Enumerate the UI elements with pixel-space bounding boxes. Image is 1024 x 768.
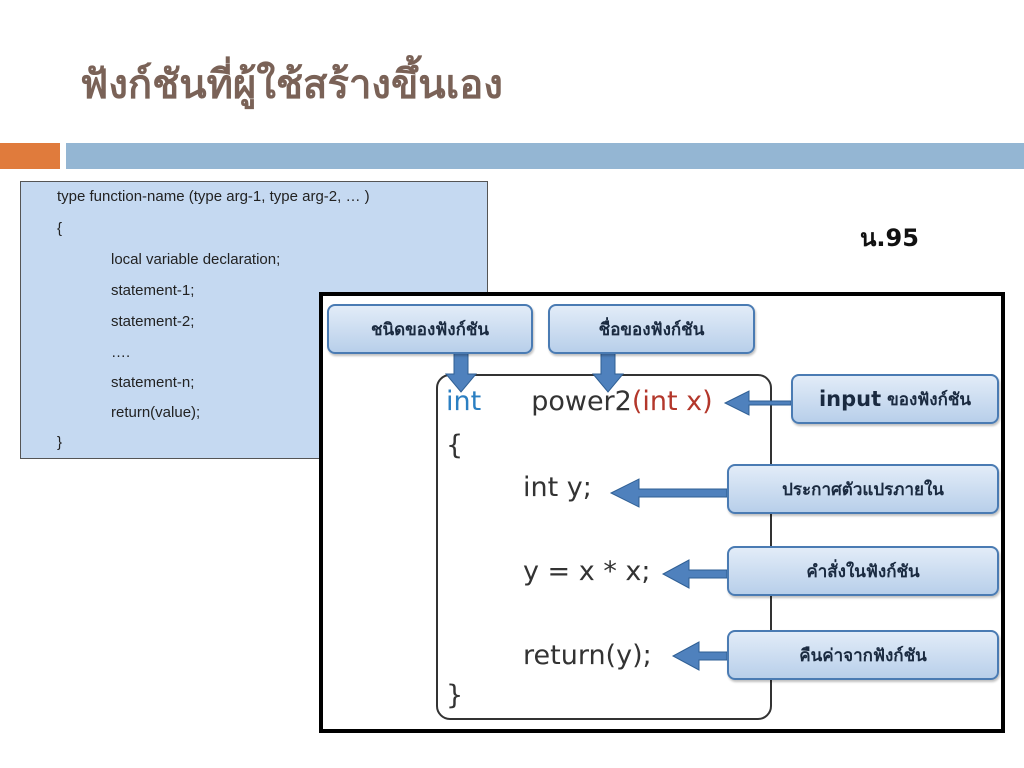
syntax-line: return(value); — [111, 404, 201, 421]
syntax-line: } — [57, 434, 63, 451]
function-diagram: int power2(int x) { int y; y = x * x; ret… — [319, 292, 1005, 733]
syntax-line: local variable declaration; — [111, 251, 281, 268]
code-statement: y = x * x; — [523, 556, 651, 587]
accent-bar-blue — [66, 143, 1024, 169]
page-reference: น.95 — [860, 224, 919, 252]
code-params: (int x) — [631, 386, 713, 417]
label-input-rest: ของฟังก์ชัน — [887, 389, 972, 410]
label-return-value: คืนค่าจากฟังก์ชัน — [727, 630, 999, 680]
syntax-line: statement-n; — [111, 374, 195, 391]
syntax-line: statement-2; — [111, 313, 195, 330]
code-close-brace: } — [446, 680, 464, 711]
arrow-left-icon — [723, 390, 792, 416]
code-return: return(y); — [523, 640, 652, 671]
syntax-line: statement-1; — [111, 282, 195, 299]
code-return-type: int — [446, 386, 482, 417]
arrow-down-icon — [591, 351, 625, 393]
code-open-brace: { — [446, 430, 464, 461]
label-statements: คำสั่งในฟังก์ชัน — [727, 546, 999, 596]
label-function-name: ชื่อของฟังก์ชัน — [548, 304, 755, 354]
code-function-name: power2 — [531, 386, 632, 417]
label-return-type: ชนิดของฟังก์ชัน — [327, 304, 533, 354]
code-declaration: int y; — [523, 472, 592, 503]
arrow-left-icon — [661, 559, 728, 589]
syntax-line: type function-name (type arg-1, type arg… — [57, 188, 370, 205]
syntax-line: …. — [111, 344, 131, 361]
accent-bar-orange — [0, 143, 60, 169]
syntax-line: { — [57, 220, 63, 237]
arrow-left-icon — [609, 478, 728, 508]
code-line-signature: int power2(int x) — [446, 386, 713, 417]
slide-title: ฟังก์ชันที่ผู้ใช้สร้างขึ้นเอง — [80, 62, 503, 108]
arrow-down-icon — [444, 351, 478, 393]
label-local-variable: ประกาศตัวแปรภายใน — [727, 464, 999, 514]
arrow-left-icon — [671, 641, 728, 671]
label-input-bold: input — [818, 387, 882, 411]
arrows-layer — [444, 351, 792, 671]
